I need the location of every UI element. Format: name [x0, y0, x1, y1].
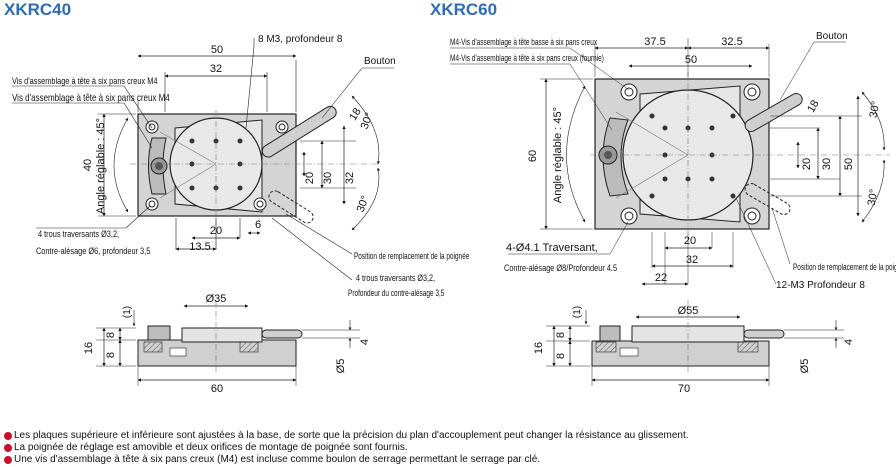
xkrc60-dim-8b: 8 [555, 353, 567, 359]
xkrc40-dim-13-5: 13.5 [189, 241, 210, 253]
xkrc40-dim-6: 6 [255, 219, 261, 231]
xkrc40-label-vis2: Vis d'assemblage à tête à six pans creux… [12, 92, 170, 103]
xkrc60-label-m3: 12-M3 Profondeur 8 [776, 280, 865, 291]
xkrc40-dim-1: (1) [122, 306, 133, 318]
xkrc40-dim-35: Ø35 [206, 293, 227, 305]
xkrc60-dim-v20: 20 [801, 158, 813, 170]
xkrc40-label-trous1: 4 trous traversants Ø3,2, [38, 229, 119, 239]
warning-icon [4, 444, 12, 452]
xkrc40-dim-40: 40 [82, 159, 94, 171]
xkrc60-label-m4b: M4-Vis d'assemblage à tête à six pans cr… [450, 53, 604, 63]
xkrc60-top-view: 37.5 32.5 50 60 Angle réglable : 45° 20 … [450, 31, 896, 291]
notes-list: Les plaques supérieure et inférieure son… [4, 430, 689, 466]
xkrc40-angle-30b: 30° [355, 194, 372, 214]
note-item: Les plaques supérieure et inférieure son… [4, 430, 689, 442]
xkrc60-angle-30b: 30° [866, 188, 881, 206]
xkrc40-dim-32: 32 [210, 63, 222, 75]
xkrc40-top-view: 50 32 40 Angle réglable : 45° 20 13.5 6 … [12, 34, 469, 298]
xkrc60-dim-b20: 20 [684, 235, 696, 247]
xkrc60-dim-1: (1) [572, 306, 583, 318]
xkrc40-dim-20: 20 [210, 225, 222, 237]
note-item: La poignée de réglage est amovible et de… [4, 442, 689, 454]
xkrc40-label-vis1: Vis d'assemblage à tête à six pans creux… [12, 76, 158, 86]
xkrc60-dim-v50: 50 [843, 158, 855, 170]
xkrc60-label-m4a: M4-Vis d'assemblage à tête basse à six p… [450, 37, 597, 47]
xkrc60-dim-4: 4 [843, 339, 855, 345]
xkrc40-dim-8b: 8 [105, 352, 117, 358]
xkrc60-dim-50: 50 [685, 54, 697, 66]
xkrc60-handle [744, 93, 803, 132]
xkrc60-angle-30a: 30° [868, 100, 883, 118]
xkrc40-dim-v20: 20 [304, 172, 316, 184]
xkrc60-dim-18: 18 [805, 98, 822, 115]
xkrc60-dim-60: 60 [527, 150, 539, 162]
xkrc40-handle [261, 105, 337, 158]
xkrc60-label-pos: Position de remplacement de la poignée [793, 262, 896, 272]
xkrc40-dim-v32: 32 [344, 172, 356, 184]
title-xkrc60: XKRC60 [430, 0, 498, 19]
xkrc60-dim-b32: 32 [686, 254, 698, 266]
xkrc60-dim-8a: 8 [555, 332, 567, 338]
xkrc60-dim-32-5: 32.5 [721, 36, 742, 48]
xkrc40-label-trous4: Profondeur du contre-alésage 3,5 [348, 288, 445, 298]
xkrc40-label-m3: 8 M3, profondeur 8 [258, 34, 343, 45]
title-xkrc40: XKRC40 [4, 0, 72, 19]
xkrc60-angle-label: Angle réglable : 45° [552, 107, 564, 203]
xkrc60-side-view: Ø55 70 16 8 8 (1) 4 Ø5 [533, 300, 855, 395]
xkrc40-label-pos: Position de remplacement de la poignée [354, 251, 469, 261]
warning-icon [4, 432, 12, 440]
xkrc40-label-trous3: 4 trous traversants Ø3,2, [356, 273, 435, 283]
xkrc60-dim-37-5: 37.5 [644, 36, 665, 48]
xkrc40-angle-30a: 30° [359, 111, 376, 131]
xkrc60-label-bouton: Bouton [816, 31, 848, 42]
warning-icon [4, 456, 12, 464]
xkrc40-dim-4: 4 [359, 339, 371, 345]
xkrc60-dim-o5: Ø5 [799, 359, 811, 374]
xkrc60-label-contre: Contre-alésage Ø8/Profondeur 4.5 [504, 263, 617, 273]
xkrc40-dim-16: 16 [83, 342, 95, 354]
xkrc40-dim-8a: 8 [105, 332, 117, 338]
xkrc60-dim-55: Ø55 [678, 305, 699, 317]
xkrc40-dim-60: 60 [211, 383, 223, 395]
xkrc40-label-bouton: Bouton [364, 56, 396, 67]
xkrc40-dim-v30: 30 [322, 172, 334, 184]
xkrc60-dim-16: 16 [533, 342, 545, 354]
xkrc60-dim-v30: 30 [821, 158, 833, 170]
xkrc40-side-view: Ø35 60 16 8 8 (1) 4 Ø5 [83, 293, 371, 395]
xkrc60-label-trav: 4-Ø4.1 Traversant, [506, 242, 598, 254]
xkrc60-dim-70: 70 [678, 383, 690, 395]
xkrc40-label-trous2: Contre-alésage Ø6, profondeur 3,5 [36, 246, 151, 256]
xkrc40-dim-o5: Ø5 [335, 359, 347, 374]
note-item: Une vis d'assemblage à tête à six pans c… [4, 454, 689, 466]
technical-drawing: 50 32 40 Angle réglable : 45° 20 13.5 6 … [12, 31, 896, 395]
xkrc40-dim-50: 50 [211, 44, 223, 56]
xkrc60-dim-b22: 22 [655, 272, 667, 284]
xkrc40-angle-label: Angle réglable : 45° [95, 118, 107, 214]
